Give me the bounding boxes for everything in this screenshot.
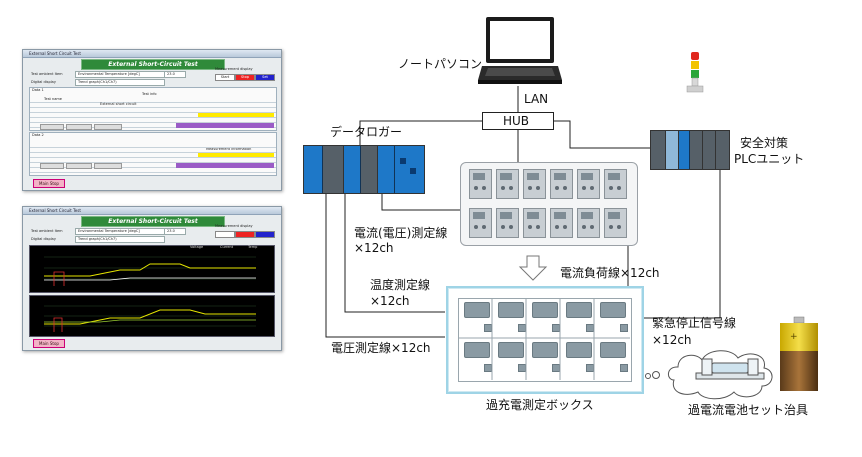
safety-plc-rack [650, 130, 730, 170]
box-dividers [458, 298, 630, 380]
legend-voltage: Voltage [190, 245, 204, 249]
trend-plot-1-lines [44, 256, 256, 286]
window-titlebar: External Short Circuit Test [23, 50, 281, 58]
digital-field[interactable]: Trend graph(Ch1/Ch7) [75, 79, 165, 86]
panel-1-title: Data 1 [32, 88, 44, 92]
digital-label: Digital display [31, 237, 56, 241]
meas-label: Measurement display [215, 224, 253, 228]
ambient-field[interactable]: Environmental Temperature [degC] [75, 228, 165, 235]
temp-line-label-2: ×12ch [370, 294, 410, 308]
stop-button[interactable]: Stop [235, 74, 255, 81]
screenshot-bottom-window: External Short Circuit Test External Sho… [22, 206, 282, 351]
panel-2-meas-info: Measurement information [206, 147, 252, 151]
estop-line-label-1: 緊急停止信号線 [652, 316, 737, 330]
main-stop-button[interactable]: Main Stop [33, 339, 65, 348]
ambient-label: Test ambient Item [31, 229, 63, 233]
data-panel-2: Data 2 Measurement information [29, 132, 277, 176]
safety-plc-label-1: 安全対策 [740, 136, 789, 150]
panel-2-title: Data 2 [32, 133, 44, 137]
voltage-line-label: 電圧測定線×12ch [331, 341, 431, 355]
trend-plot-1: Voltage Current Temp [29, 245, 275, 293]
digital-label: Digital display [31, 80, 56, 84]
panel-1-yellow-cells [198, 113, 274, 117]
main-stop-button[interactable]: Main Stop [33, 179, 65, 188]
data-logger-rack [303, 145, 425, 194]
data-panel-1: Data 1 Test info Test name External shor… [29, 87, 277, 131]
test-box-label: 過充電測定ボックス [486, 398, 594, 412]
laptop-icon [478, 17, 562, 84]
temp-line-label-1: 温度測定線 [370, 278, 431, 292]
data-logger-label: データロガー [330, 125, 403, 139]
legend-temp: Temp [248, 245, 258, 249]
meas-label: Measurement display [215, 67, 253, 71]
panel-1-purple-bar [176, 123, 274, 128]
safety-plc-label-2: PLCユニット [734, 152, 805, 166]
lan-label: LAN [524, 92, 549, 106]
panel-1-test-name-label: Test name [44, 97, 62, 101]
battery-icon: + [780, 316, 818, 391]
ambient-num-field[interactable]: 23.0 [164, 228, 186, 235]
down-arrow-icon [518, 255, 548, 281]
ambient-label: Test ambient Item [31, 72, 63, 76]
legend-current: Current [220, 245, 234, 249]
hub-box: HUB [482, 112, 554, 130]
panel-1-test-info: Test info [142, 92, 157, 96]
load-line-label: 電流負荷線×12ch [560, 266, 660, 280]
panel-1-test-name-value: External short circuit [100, 102, 137, 106]
current-voltage-line-label-1: 電流(電圧)測定線 [354, 226, 448, 240]
app-banner: External Short-Circuit Test [81, 216, 225, 227]
digital-field[interactable]: Trend graph(Ch1/Ch7) [75, 236, 165, 243]
ambient-field[interactable]: Environmental Temperature [degC] [75, 71, 165, 78]
hub-label: HUB [503, 114, 530, 128]
trend-plot-2 [29, 295, 275, 337]
start-button[interactable]: Start [215, 74, 235, 81]
current-voltage-line-label-2: ×12ch [354, 241, 394, 255]
laptop-label: ノートパソコン [398, 57, 483, 71]
signal-tower-icon [686, 52, 704, 93]
jig-label: 過電流電池セット治具 [688, 403, 809, 417]
app-banner: External Short-Circuit Test [81, 59, 225, 70]
jig-icon [695, 358, 765, 380]
electronic-load-cabinet [460, 162, 638, 246]
set-button[interactable]: Set [255, 74, 275, 81]
svg-text:+: + [790, 332, 798, 342]
window-titlebar: External Short Circuit Test [23, 207, 281, 215]
estop-line-label-2: ×12ch [652, 333, 692, 347]
ambient-num-field[interactable]: 23.0 [164, 71, 186, 78]
trend-plot-2-lines [44, 305, 256, 332]
screenshot-top-window: External Short Circuit Test External Sho… [22, 49, 282, 191]
overcharge-test-box [446, 286, 644, 394]
